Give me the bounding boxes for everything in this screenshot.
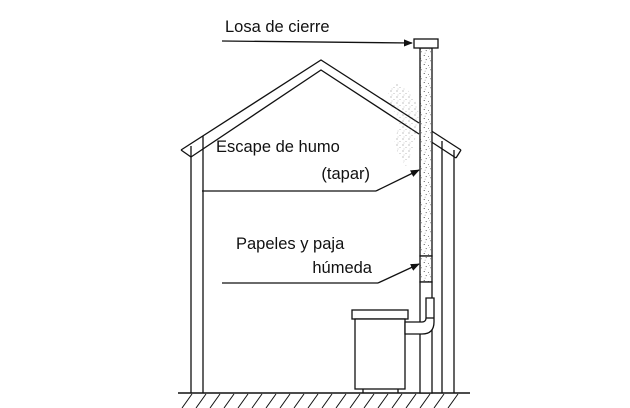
stove-top [351,309,409,320]
ground [178,392,470,408]
house-roof [180,59,462,159]
stove-flue-pipe [404,297,435,335]
closing-slab [413,38,439,49]
label-papers-wet: húmeda [312,259,372,277]
label-smoke-escape: Escape de humo [216,138,340,156]
chimney-fill [419,47,433,257]
papers-plug [419,255,433,283]
ground-hatching [181,393,459,408]
house-walls [190,136,455,393]
stove-body [354,318,406,390]
label-closing-slab: Losa de cierre [225,18,330,36]
leader-lines [202,39,420,284]
label-papers: Papeles y paja [236,235,345,253]
label-smoke-escape-note: (tapar) [321,165,370,183]
escaping-smoke [388,84,419,166]
chimney [413,38,439,394]
stove [351,297,435,393]
